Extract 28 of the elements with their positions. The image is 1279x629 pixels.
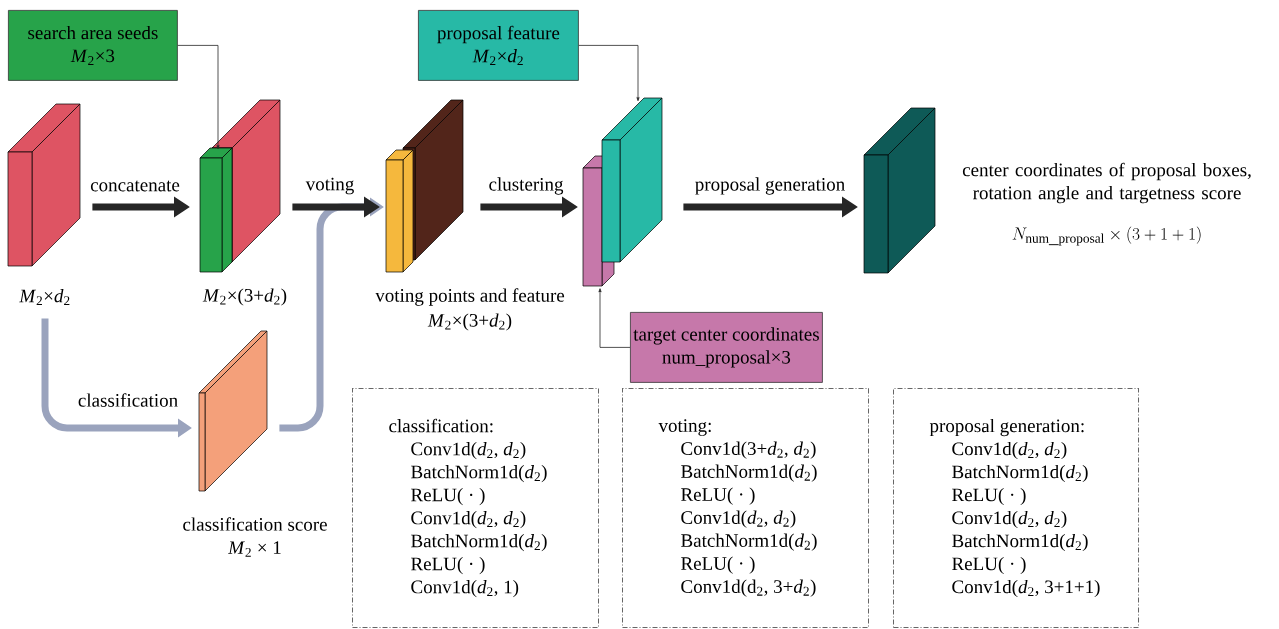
edge-label: clustering	[487, 176, 565, 196]
block-label: classification score	[183, 517, 327, 531]
label-box: search area seeds M$_{2}$×3	[8, 10, 178, 81]
edge-label: concatenate	[89, 179, 181, 193]
label-box: proposal feature M$_{2}$×d$_{2}$	[418, 10, 579, 81]
edge-label: classification	[76, 392, 180, 408]
label-box: target center coordinates num_proposal×3	[630, 312, 823, 383]
block-label: M$_{2}$ × 1	[228, 541, 281, 557]
block-label: center coordinates of proposal boxes, rotation angle and targetness score	[962, 162, 1251, 204]
edge-label: proposal generation	[693, 176, 847, 196]
layer-list-box: voting: Conv1d(3+d$_{2}$, d$_{2}$) BatchNorm1d(d$_{2}$) ReLU( · ) Conv1d(d$_{2}$, d$_{2}$) BatchNorm1d(d$_{2}$) ReLU( · ) Conv1d(d$_{2}$, 3+d$_{2}$)	[622, 388, 869, 628]
feature-block	[198, 330, 268, 492]
arrow	[177, 45, 220, 150]
layer-list-box: proposal generation: Conv1d(d$_{2}$, d$_{2}$) BatchNorm1d(d$_{2}$) ReLU( · ) Conv1d(d$_{2}$, d$_{2}$) BatchNorm1d(d$_{2}$) ReLU( · ) Conv1d(d$_{2}$, 3+1+1)	[893, 388, 1139, 628]
arrow	[578, 45, 640, 102]
block-label: $N_{\mathrm{num\_proposal}}\times(3+1+1)$	[1012, 226, 1201, 246]
feature-block	[7, 103, 81, 267]
block-label: M$_{2}$×(3+d$_{2}$)	[202, 288, 287, 306]
arrow	[598, 288, 631, 348]
feature-block	[601, 97, 663, 263]
feature-block	[863, 107, 936, 274]
block-label: M$_{2}$×(3+d$_{2}$)	[427, 313, 512, 331]
edge-label: voting	[304, 176, 356, 196]
block-label: voting points and feature	[375, 288, 565, 306]
feature-block	[385, 99, 464, 273]
block-label: M$_{2}$×d$_{2}$	[19, 289, 70, 305]
feature-block	[199, 99, 281, 273]
layer-list-box: classification: Conv1d(d$_{2}$, d$_{2}$) BatchNorm1d(d$_{2}$) ReLU( · ) Conv1d(d$_{2}$, d$_{2}$) BatchNorm1d(d$_{2}$) ReLU( · ) Conv1d(d$_{2}$, 1)	[352, 388, 599, 628]
